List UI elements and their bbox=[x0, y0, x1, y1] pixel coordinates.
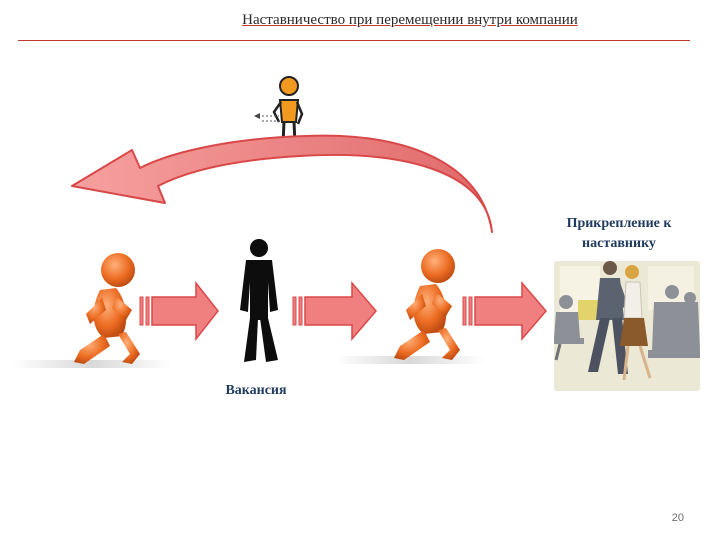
curved-return-arrow-icon bbox=[71, 134, 493, 233]
mentor-figure-icon bbox=[254, 76, 304, 145]
vacancy-silhouette-icon bbox=[240, 239, 278, 362]
page-number: 20 bbox=[671, 512, 684, 524]
floor-shadow bbox=[335, 356, 485, 364]
attachment-label: Прикрепление к наставнику bbox=[566, 216, 672, 251]
floor-shadow bbox=[12, 360, 172, 368]
block-arrow-right-icon bbox=[139, 280, 219, 342]
slide-title: Наставничество при перемещении внутри ко… bbox=[242, 12, 578, 28]
running-figure-icon bbox=[74, 253, 140, 364]
office-mentoring-photo-icon bbox=[554, 261, 700, 391]
vacancy-label: Вакансия bbox=[225, 383, 287, 398]
running-figure-icon bbox=[394, 249, 460, 360]
block-arrow-right-icon bbox=[462, 280, 547, 342]
title-underline bbox=[18, 40, 690, 41]
block-arrow-right-icon bbox=[292, 280, 377, 342]
